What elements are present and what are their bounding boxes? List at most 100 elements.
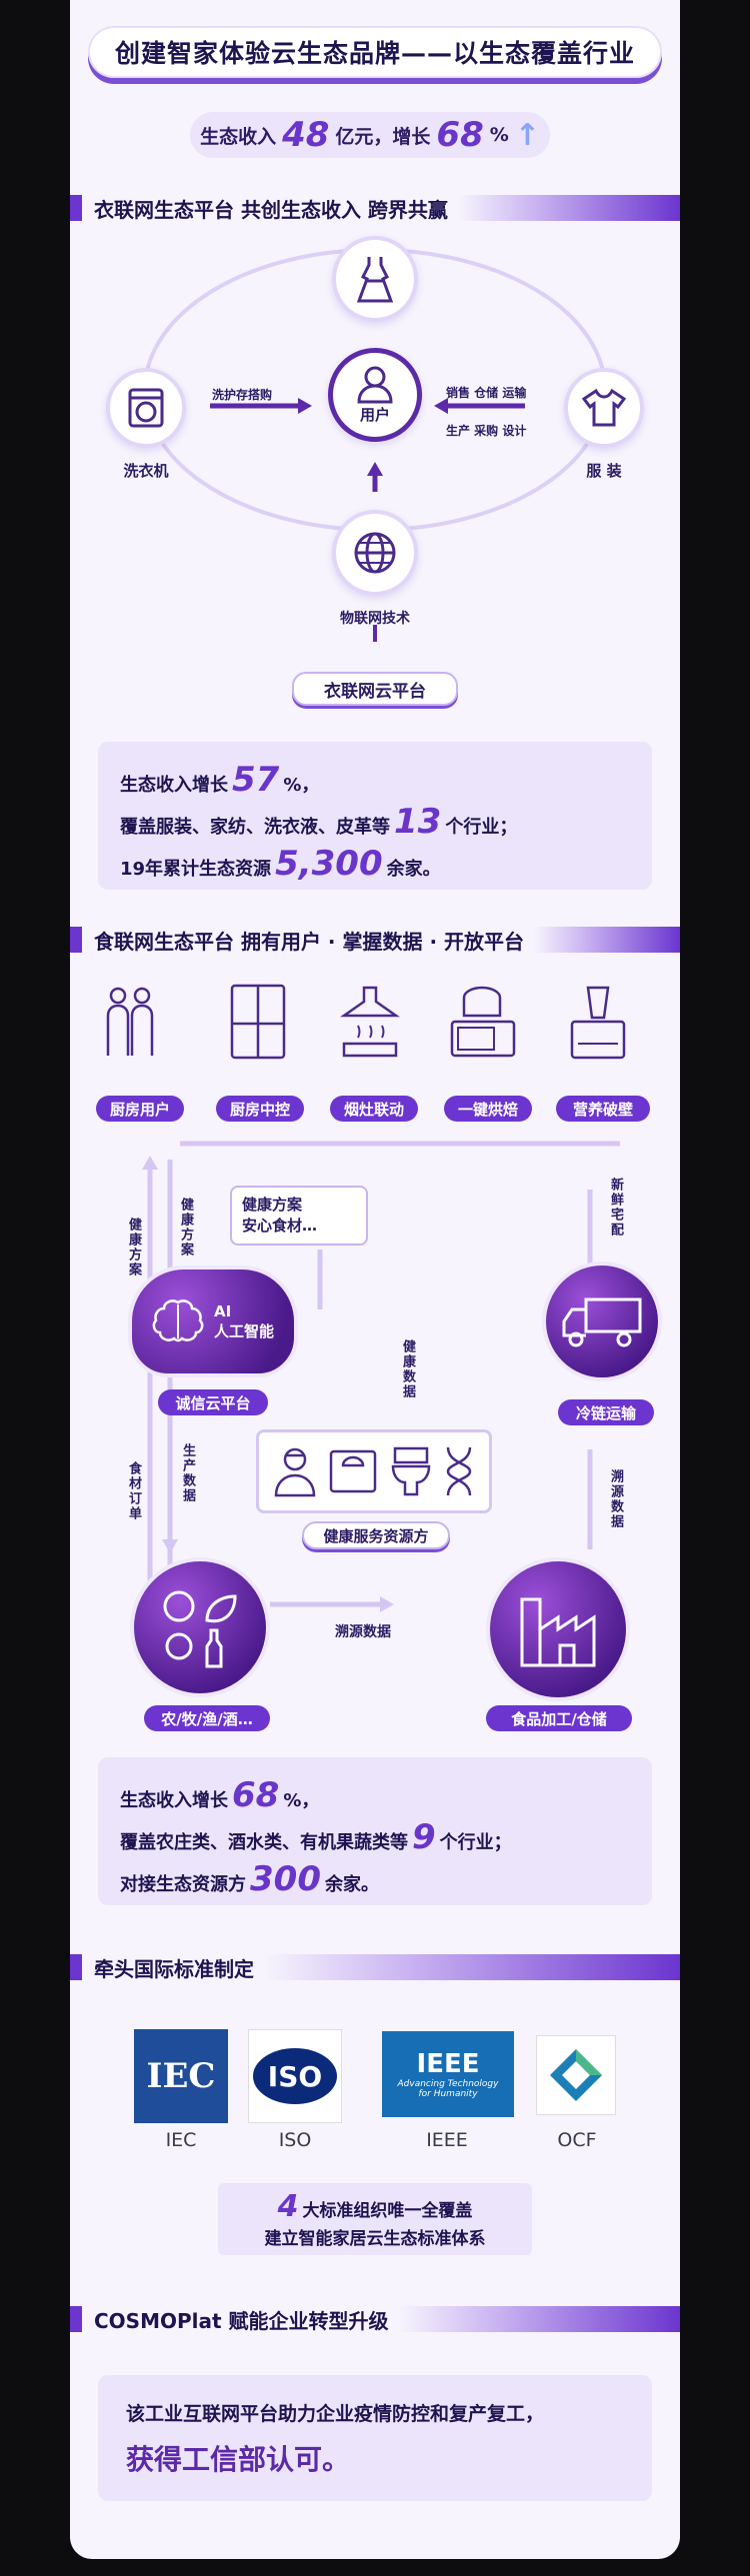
user-label: 用户 xyxy=(359,405,390,424)
brain-icon xyxy=(152,1299,204,1342)
tag-kitchen-users: 厨房用户 xyxy=(96,1096,184,1122)
trace-data-vertical-label: 溯源数据 xyxy=(608,1469,623,1529)
health-resource-box xyxy=(256,1429,492,1513)
infographic-sheet: 创建智家体验云生态品牌——以生态覆盖行业 生态收入 48 亿元，增长 68 % … xyxy=(70,0,680,2559)
bubble-text: 安心食材… xyxy=(242,1217,318,1235)
section-header-standards: 牵头国际标准制定 xyxy=(70,1947,680,1987)
iso-caption: ISO xyxy=(278,2129,312,2151)
cosmoplat-text: 该工业互联网平台助力企业疫情防控和复产复工， xyxy=(126,2403,545,2425)
stat-text: 生态收入增长 xyxy=(120,1790,228,1811)
ocf-caption: OCF xyxy=(557,2129,597,2151)
tag-nutrition-blender: 营养破壁 xyxy=(556,1096,650,1122)
ai-label: 人工智能 xyxy=(213,1322,274,1340)
section-header-clothing: 衣联网生态平台 共创生态收入 跨界共赢 xyxy=(70,188,680,228)
section-title: 食联网生态平台 拥有用户 · 掌握数据 · 开放平台 xyxy=(94,925,535,955)
iec-logo: IEC xyxy=(134,2029,228,2123)
iec-logo-text: IEC xyxy=(146,2056,216,2096)
stat-text: 19年累计生态资源 xyxy=(120,859,272,880)
health-plan-right-label: 健康方案 xyxy=(178,1198,193,1258)
doctor-icon xyxy=(274,1447,316,1497)
ieee-caption: IEEE xyxy=(426,2129,468,2151)
section-title: COSMOPlat 赋能企业转型升级 xyxy=(94,2304,399,2334)
cosmoplat-highlight: 获得工信部认可。 xyxy=(126,2443,351,2476)
ocf-logo xyxy=(536,2035,616,2115)
globe-icon xyxy=(332,510,418,596)
revenue-summary: 生态收入 48 亿元，增长 68 % ↑ xyxy=(190,112,550,158)
bubble-text: 健康方案 xyxy=(242,1196,303,1214)
platform-tag: 衣联网云平台 xyxy=(292,672,458,706)
speech-bubble: 健康方案 安心食材… xyxy=(230,1186,368,1246)
revenue-growth: 68 xyxy=(436,115,484,155)
tag-hood-link: 烟灶联动 xyxy=(330,1096,418,1122)
section-title: 衣联网生态平台 共创生态收入 跨界共赢 xyxy=(94,193,458,223)
tag-kitchen-hub: 厨房中控 xyxy=(216,1096,304,1122)
stat-text: %， xyxy=(283,1790,320,1811)
health-plan-left-label: 健康方案 xyxy=(126,1218,141,1278)
tag-one-key-bake: 一键烘焙 xyxy=(444,1096,532,1122)
page-title: 创建智家体验云生态品牌——以生态覆盖行业 xyxy=(88,26,662,78)
stat-text: %， xyxy=(283,775,320,796)
oven-icon xyxy=(450,986,516,1058)
standards-count: 4 xyxy=(277,2189,299,2224)
health-data-label: 健康数据 xyxy=(400,1339,415,1399)
fridge-icon xyxy=(230,984,286,1060)
stat-text: 生态收入增长 xyxy=(120,775,228,796)
stat-text: 余家。 xyxy=(386,859,441,880)
factory-icon xyxy=(486,1557,630,1701)
stat-text: 个行业； xyxy=(439,1832,512,1853)
tag-trust-cloud: 诚信云平台 xyxy=(158,1389,268,1415)
standards-text: 建立智能家居云生态标准体系 xyxy=(264,2229,486,2249)
stat-text: 覆盖农庄类、酒水类、有机果蔬类等 xyxy=(120,1832,408,1853)
kitchen-users-icon xyxy=(100,986,160,1058)
shirt-icon xyxy=(564,368,644,448)
blender-icon xyxy=(568,984,628,1060)
dna-icon xyxy=(446,1446,472,1496)
production-data-label: 生产数据 xyxy=(180,1443,195,1503)
tag-food-processing: 食品加工/仓储 xyxy=(486,1705,632,1731)
section-header-food: 食联网生态平台 拥有用户 · 掌握数据 · 开放平台 xyxy=(70,920,680,960)
cosmoplat-panel: 该工业互联网平台助力企业疫情防控和复产复工， 获得工信部认可。 xyxy=(98,2375,652,2501)
washer-label: 洗衣机 xyxy=(123,462,169,480)
ieee-logo-text: IEEE xyxy=(416,2049,480,2079)
arrow-up-icon: ↑ xyxy=(514,117,540,153)
trace-data-label: 溯源数据 xyxy=(335,1624,391,1640)
tag-cold-chain: 冷链运输 xyxy=(558,1399,654,1425)
truck-icon xyxy=(542,1262,662,1381)
stat-number: 13 xyxy=(394,802,442,842)
range-hood-icon xyxy=(338,986,402,1058)
ai-cloud: AI 人工智能 xyxy=(128,1266,298,1377)
stat-text: 对接生态资源方 xyxy=(120,1874,246,1895)
stat-text: 覆盖服装、家纺、洗衣液、皮革等 xyxy=(120,817,390,838)
iec-caption: IEC xyxy=(165,2129,197,2151)
tag-health-service: 健康服务资源方 xyxy=(302,1521,450,1549)
user-center: 用户 xyxy=(328,348,422,442)
revenue-prefix: 生态收入 xyxy=(200,125,277,148)
dress-icon xyxy=(332,236,418,322)
iso-logo-text: ISO xyxy=(267,2059,323,2093)
stat-number: 300 xyxy=(250,1859,321,1899)
agri-icon xyxy=(130,1557,270,1697)
revenue-unit: % xyxy=(489,124,509,146)
iso-logo: ISO xyxy=(248,2029,342,2123)
tag-agri: 农/牧/渔/酒… xyxy=(144,1705,270,1731)
standards-text: 大标准组织唯一全覆盖 xyxy=(302,2201,473,2221)
washer-icon xyxy=(106,368,186,448)
wash-arrow-text: 洗护存搭购 xyxy=(212,388,273,402)
ai-label: AI xyxy=(213,1302,232,1320)
section-title: 牵头国际标准制定 xyxy=(94,1952,264,1982)
stat-number: 9 xyxy=(412,1817,436,1857)
stat-number: 68 xyxy=(232,1775,280,1815)
supply-text-2: 生产 采购 设计 xyxy=(446,424,527,438)
section-header-cosmoplat: COSMOPlat 赋能企业转型升级 xyxy=(70,2299,680,2339)
ieee-tagline: for Humanity xyxy=(418,2089,478,2099)
stat-number: 5,300 xyxy=(275,844,383,884)
food-order-label: 食材订单 xyxy=(126,1461,141,1521)
user-icon xyxy=(357,366,393,403)
iot-label: 物联网技术 xyxy=(340,611,410,627)
fresh-delivery-label: 新鲜宅配 xyxy=(608,1178,623,1238)
ieee-tagline: Advancing Technology xyxy=(397,2079,499,2089)
revenue-mid: 亿元，增长 xyxy=(335,125,431,148)
clothing-label: 服 装 xyxy=(586,462,622,480)
